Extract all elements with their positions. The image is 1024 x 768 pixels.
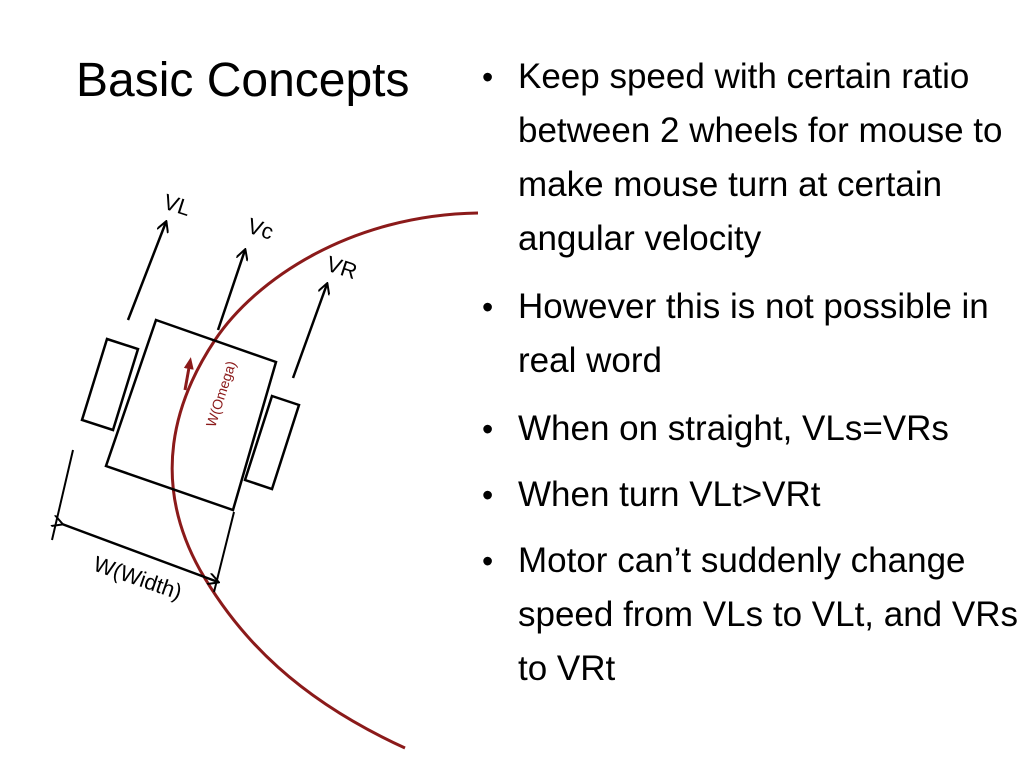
bullet-icon: • — [482, 59, 494, 95]
bullet-text: However this is not possible in real wor… — [518, 287, 989, 380]
turning-arc — [170, 211, 479, 750]
vr-arrow — [291, 284, 327, 379]
bullet-text: Motor can’t suddenly change speed from V… — [518, 541, 1018, 688]
bullet-icon: • — [482, 411, 494, 447]
vl-label: VL — [160, 189, 193, 221]
width-extension-right — [213, 511, 235, 593]
bullet-icon: • — [482, 543, 494, 579]
robot-body — [104, 318, 278, 512]
bullet-text: When on straight, VLs=VRs — [518, 409, 949, 448]
bullet-text: When turn VLt>VRt — [518, 475, 821, 514]
bullet-icon: • — [482, 289, 494, 325]
omega-arrow — [183, 357, 194, 391]
vl-arrow — [126, 222, 166, 321]
bullet-item: • Motor can’t suddenly change speed from… — [478, 534, 1018, 696]
bullet-item: • When on straight, VLs=VRs — [478, 402, 1018, 456]
bullet-item: • When turn VLt>VRt — [478, 468, 1018, 522]
robot-kinematics-diagram: VL Vc VR W(Omega) W(Width) — [40, 189, 479, 750]
bullet-item: • However this is not possible in real w… — [478, 280, 1018, 388]
bullet-text: Keep speed with certain ratio between 2 … — [518, 57, 1003, 258]
slide-title: Basic Concepts — [76, 54, 410, 107]
right-wheel — [243, 394, 301, 491]
left-wheel — [80, 337, 140, 432]
vc-label: Vc — [244, 213, 276, 245]
vr-label: VR — [323, 251, 360, 284]
vc-arrow — [216, 250, 245, 331]
bullet-list: • Keep speed with certain ratio between … — [478, 50, 1018, 710]
width-dimension-arrow — [62, 524, 218, 582]
bullet-item: • Keep speed with certain ratio between … — [478, 50, 1018, 266]
bullet-icon: • — [482, 477, 494, 513]
omega-label: W(Omega) — [203, 359, 239, 429]
width-label: W(Width) — [90, 551, 185, 604]
